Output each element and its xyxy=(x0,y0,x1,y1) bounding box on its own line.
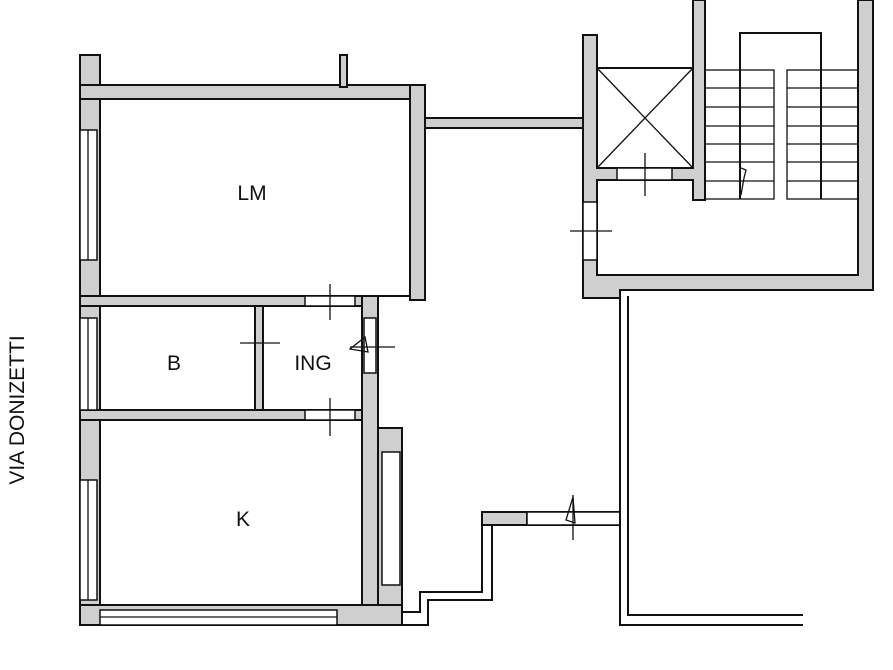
room-label-living: LM xyxy=(237,182,266,205)
room-living xyxy=(99,98,411,297)
stairwell xyxy=(570,0,874,299)
street-label: VIA DONIZETTI xyxy=(6,335,29,484)
stairs xyxy=(704,69,859,200)
windows xyxy=(79,129,401,626)
room-kitchen xyxy=(99,419,363,606)
doors xyxy=(240,284,395,436)
landing-outline xyxy=(402,296,803,626)
room-label-entrance: ING xyxy=(294,352,331,375)
room-label-bath: B xyxy=(167,352,181,375)
room-bath xyxy=(99,305,256,411)
room-label-kitchen: K xyxy=(236,508,250,531)
room-entrance xyxy=(262,305,363,411)
